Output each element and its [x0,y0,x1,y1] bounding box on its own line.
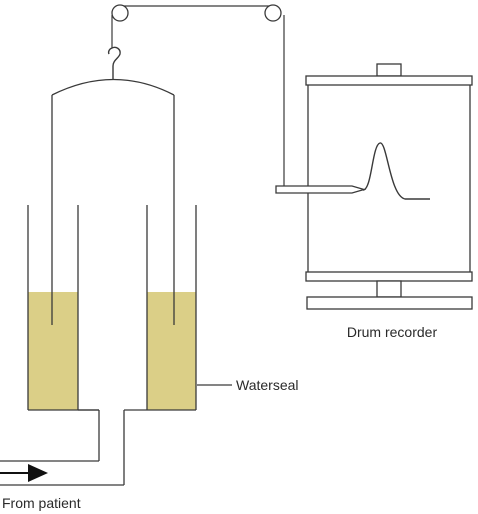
pulley-left [111,4,129,22]
inlet-tube [0,410,125,486]
hook-icon [107,46,121,80]
waterseal-label: Waterseal [236,377,299,393]
water-right-compartment [147,292,196,410]
recording-pen-icon [275,185,367,194]
drum-recorder [305,63,473,310]
water-left-compartment [28,292,78,410]
waterseal-container [27,205,197,411]
waterseal-liquid [28,292,196,410]
drum-top-band [305,75,473,86]
drum-base-plate [306,296,473,310]
pulley-right [264,4,282,22]
from-patient-label: From patient [2,495,81,511]
right-arrow-icon [0,464,48,482]
pulley-cord [111,5,285,186]
recorded-trace [362,142,430,200]
drum-recorder-label: Drum recorder [346,324,438,340]
